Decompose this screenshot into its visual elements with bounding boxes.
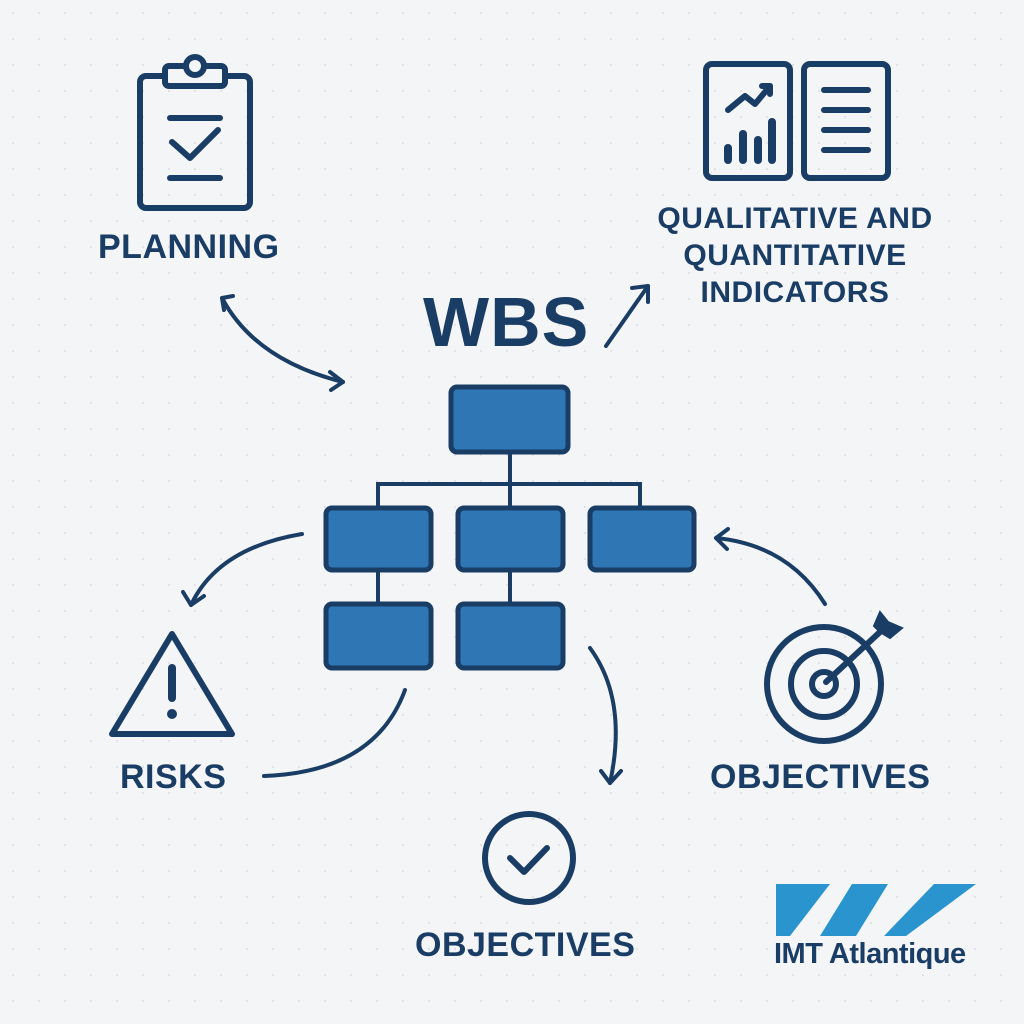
clipboard-check-icon bbox=[137, 54, 253, 211]
connector-risks-wbs bbox=[262, 688, 407, 778]
diagram-title: WBS bbox=[423, 283, 590, 361]
arrow-objectives-wbs bbox=[714, 527, 827, 606]
wbs-box-level3-1 bbox=[323, 601, 434, 671]
planning-label: PLANNING bbox=[98, 228, 280, 266]
wbs-box-root bbox=[448, 384, 571, 455]
indicators-label-line-3: INDICATORS bbox=[700, 276, 890, 309]
warning-icon bbox=[109, 631, 235, 737]
wbs-connectors bbox=[376, 452, 642, 604]
wbs-box-level2-1 bbox=[323, 505, 434, 573]
target-icon bbox=[764, 610, 904, 744]
wbs-box-level2-2 bbox=[455, 505, 566, 573]
logo-text: IMT Atlantique bbox=[774, 938, 966, 970]
objectives-bottom-label: OBJECTIVES bbox=[415, 926, 636, 964]
arrow-planning-wbs bbox=[220, 294, 345, 392]
wbs-box-level3-2 bbox=[455, 601, 566, 671]
arrow-wbs-objectives-bottom bbox=[588, 646, 623, 785]
objectives-right-label: OBJECTIVES bbox=[710, 758, 931, 796]
risks-label: RISKS bbox=[120, 758, 227, 796]
arrow-wbs-indicators bbox=[604, 284, 650, 348]
chart-icon bbox=[703, 61, 793, 181]
arrow-wbs-risks bbox=[181, 532, 304, 607]
indicators-label: QUALITATIVE AND QUANTITATIVE INDICATORS bbox=[640, 200, 950, 311]
imt-atlantique-logo bbox=[776, 884, 976, 936]
document-icon bbox=[801, 61, 891, 181]
indicators-label-line-2: QUANTITATIVE bbox=[683, 239, 907, 272]
wbs-box-level2-3 bbox=[587, 505, 697, 573]
check-circle-icon bbox=[482, 811, 576, 905]
indicators-label-line-1: QUALITATIVE AND bbox=[657, 202, 933, 235]
